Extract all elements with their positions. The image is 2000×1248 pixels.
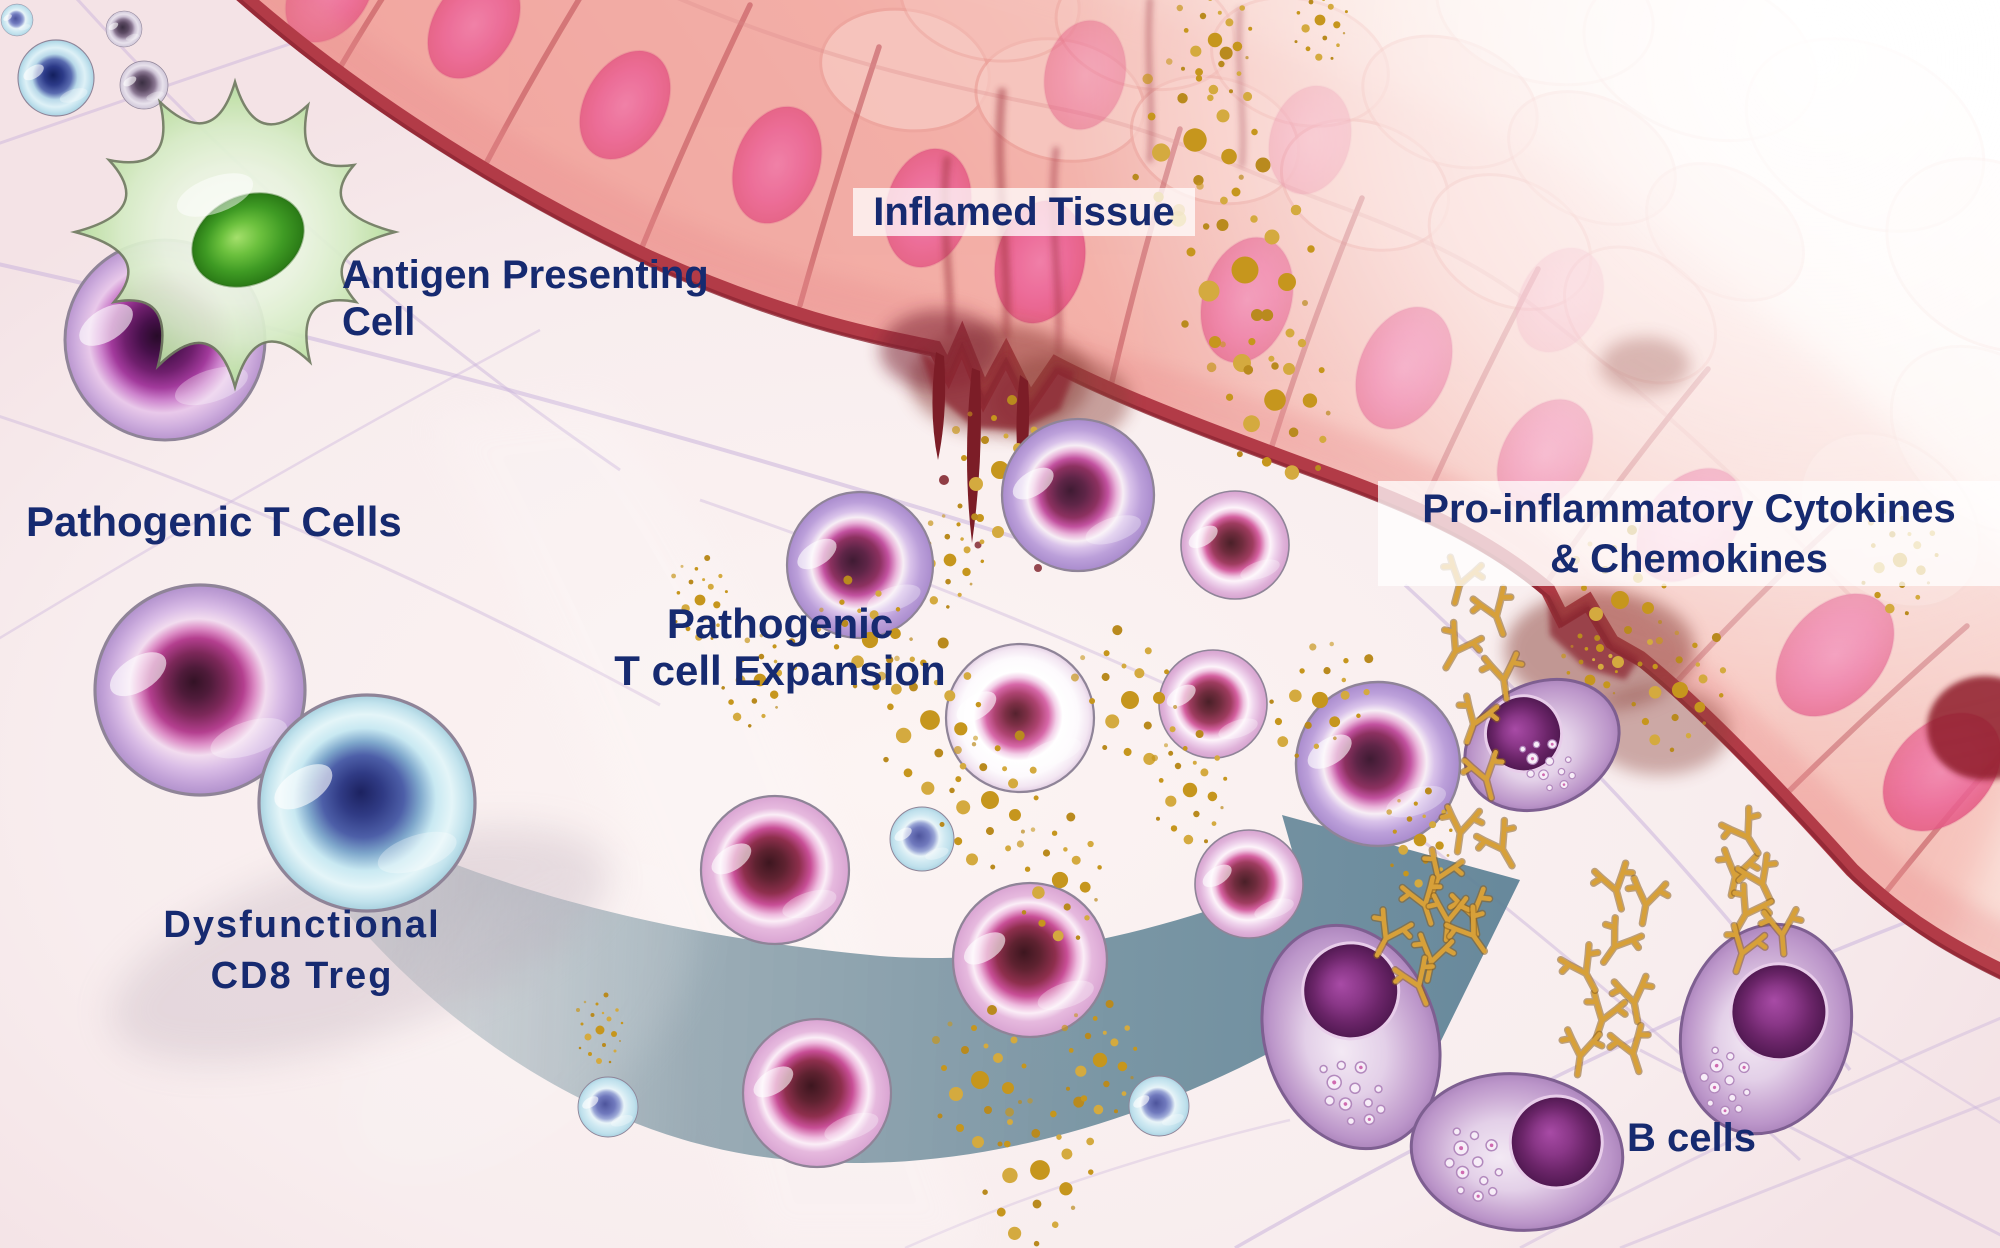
dysfunctional-cd8-treg-blue xyxy=(257,693,477,913)
cytokines-label-line1: Pro-inflammatory Cytokines xyxy=(1422,486,1956,531)
b-cell xyxy=(1409,1072,1625,1232)
pathogenic-t-cell xyxy=(944,642,1096,794)
antigen-presenting-cell-label-line2: Cell xyxy=(342,300,416,344)
arrow-sheen xyxy=(337,855,703,1185)
b-cell xyxy=(1463,677,1621,813)
dysfunctional-label-line2: CD8 Treg xyxy=(210,955,394,997)
expansion-label-line2: T cell Expansion xyxy=(614,647,946,694)
dysfunctional-cd8-treg-label: Dysfunctional CD8 Treg xyxy=(163,900,440,1002)
inflamed-tissue-label-band: Inflamed Tissue xyxy=(853,188,1195,236)
small-blue-cell xyxy=(1128,1075,1190,1137)
b-cells-label: B cells xyxy=(1627,1116,1756,1160)
b-cell xyxy=(1678,922,1854,1136)
cytokines-label-band: Pro-inflammatory Cytokines & Chemokines xyxy=(1378,481,2000,586)
dysfunctional-label-line1: Dysfunctional xyxy=(163,904,441,946)
inflamed-tissue-label: Inflamed Tissue xyxy=(873,190,1175,234)
small-blue-cell xyxy=(0,3,34,37)
pathogenic-t-cell xyxy=(951,881,1109,1039)
pathogenic-t-cell xyxy=(699,794,851,946)
pathogenic-t-cell xyxy=(1000,417,1156,573)
small-blue-cell xyxy=(577,1076,639,1138)
blue-cell xyxy=(17,39,95,117)
antigen-presenting-cell-label: Antigen Presenting Cell xyxy=(342,252,709,346)
small-grey-cell xyxy=(105,10,143,48)
pathogenic-t-cell xyxy=(741,1017,893,1169)
t-cell-expansion-label: Pathogenic T cell Expansion xyxy=(614,600,945,694)
pathogenic-t-cell xyxy=(1158,649,1268,759)
basement-membrane xyxy=(236,0,2000,980)
cytokines-label-line2: & Chemokines xyxy=(1550,536,1828,581)
small-blue-cell xyxy=(889,806,955,872)
pathogenic-t-cell xyxy=(1194,829,1304,939)
expansion-label-line1: Pathogenic xyxy=(666,600,894,647)
pathogenic-t-cells-label: Pathogenic T Cells xyxy=(26,498,402,545)
antigen-presenting-cell-label-line1: Antigen Presenting xyxy=(342,253,709,297)
antigen-presenting-cell xyxy=(70,77,400,392)
pathogenic-t-cell xyxy=(1180,490,1290,600)
cell-shadow xyxy=(111,827,609,1063)
